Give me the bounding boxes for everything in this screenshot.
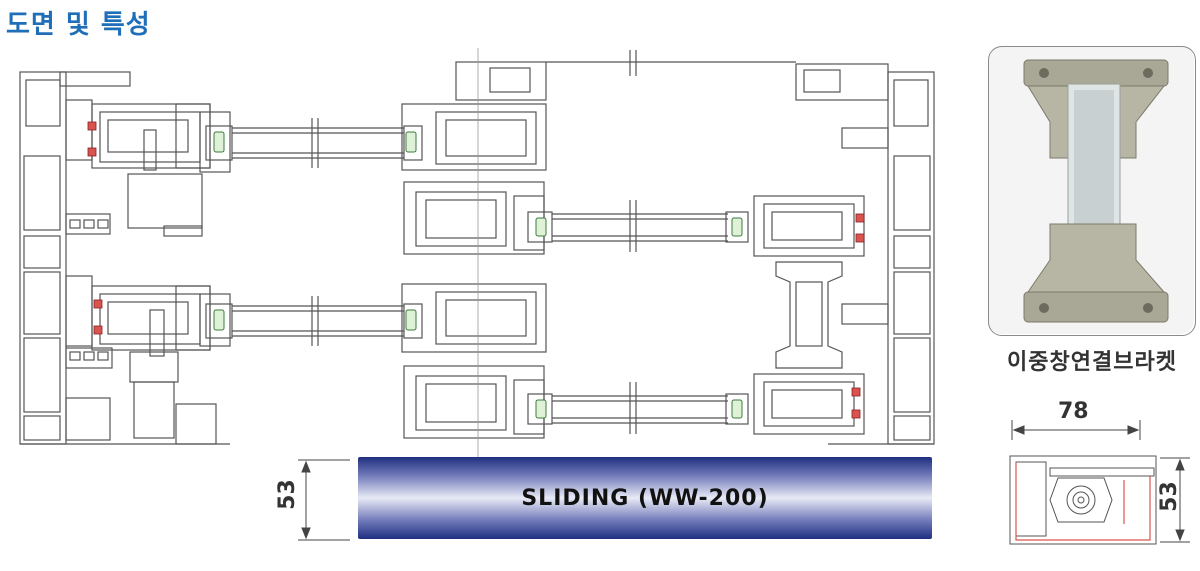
dimension-width-small: 78: [1058, 399, 1089, 424]
product-banner: SLIDING (WW-200): [358, 457, 932, 539]
top-center-line: [546, 50, 796, 76]
screw-mark: [87, 147, 97, 157]
lower-left-sash: [91, 285, 231, 445]
bracket-photo-caption: 이중창연결브라켓: [1007, 350, 1177, 375]
upper-glass-right: [527, 200, 749, 252]
small-section-drawing: [1009, 420, 1190, 545]
screw-mark: [855, 233, 865, 243]
left-frame-profile: [19, 71, 230, 445]
screw-mark: [93, 325, 103, 335]
right-frame-profile: [795, 63, 935, 445]
glazing-gasket: [535, 399, 547, 419]
glazing-gasket: [731, 217, 743, 237]
bracket-photo-frame: [988, 46, 1196, 336]
product-banner-label: SLIDING (WW-200): [521, 485, 769, 511]
lower-glass-right: [527, 382, 749, 434]
left-height-dimension: [298, 459, 350, 541]
upper-glass-left: [205, 118, 423, 168]
glazing-gasket: [535, 217, 547, 237]
right-sash-lower: [753, 373, 865, 435]
dimension-height-left: 53: [274, 479, 300, 510]
dimension-height-small: 53: [1156, 481, 1182, 512]
connection-bracket-section: [775, 261, 843, 369]
upper-left-sash: [91, 103, 231, 237]
screw-mark: [851, 387, 861, 397]
screw-mark: [851, 409, 861, 419]
glazing-gasket: [213, 309, 225, 331]
center-interlock-upper: [401, 61, 547, 255]
glazing-gasket: [213, 131, 225, 153]
screw-mark: [87, 121, 97, 131]
page-title: 도면 및 특성: [6, 10, 151, 40]
screw-mark: [93, 299, 103, 309]
bracket-photo-illustration: [988, 46, 1194, 334]
glazing-gasket: [405, 131, 417, 153]
screw-mark: [855, 213, 865, 223]
glazing-gasket: [731, 399, 743, 419]
center-interlock-lower: [401, 283, 547, 439]
right-sash-upper: [753, 195, 865, 257]
glazing-gasket: [405, 309, 417, 331]
lower-glass-left: [205, 296, 423, 346]
